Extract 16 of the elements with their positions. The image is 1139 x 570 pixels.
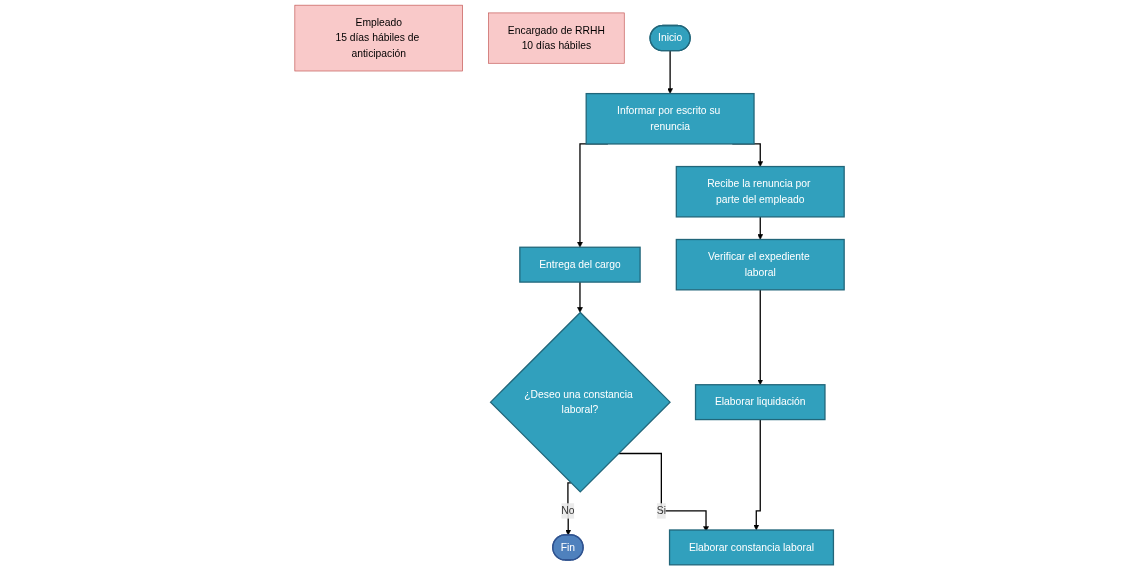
node-box: Entrega del cargo [519,246,641,283]
node-box: Empleado 15 días hábiles de anticipación [294,4,463,72]
node-box: Informar por escrito su renuncia [585,92,755,145]
edge-label: No [561,505,575,517]
node-box: Elaborar constancia laboral [668,529,835,566]
node-diamond: ¿Deseo una constancia laboral? [489,311,671,493]
edge-label: Si [656,505,666,517]
arrow [757,216,764,240]
arrow [757,289,764,385]
arrow [667,50,673,94]
node-box: Recibe la renuncia por parte del empleado [675,165,845,218]
node-box: Elaborar liquidación [694,384,826,421]
node-box: Encargado de RRHH 10 días hábiles [488,12,625,64]
arrow [753,418,761,531]
arrow [577,281,583,313]
node-box: Verificar el expediente laboral [675,238,845,291]
